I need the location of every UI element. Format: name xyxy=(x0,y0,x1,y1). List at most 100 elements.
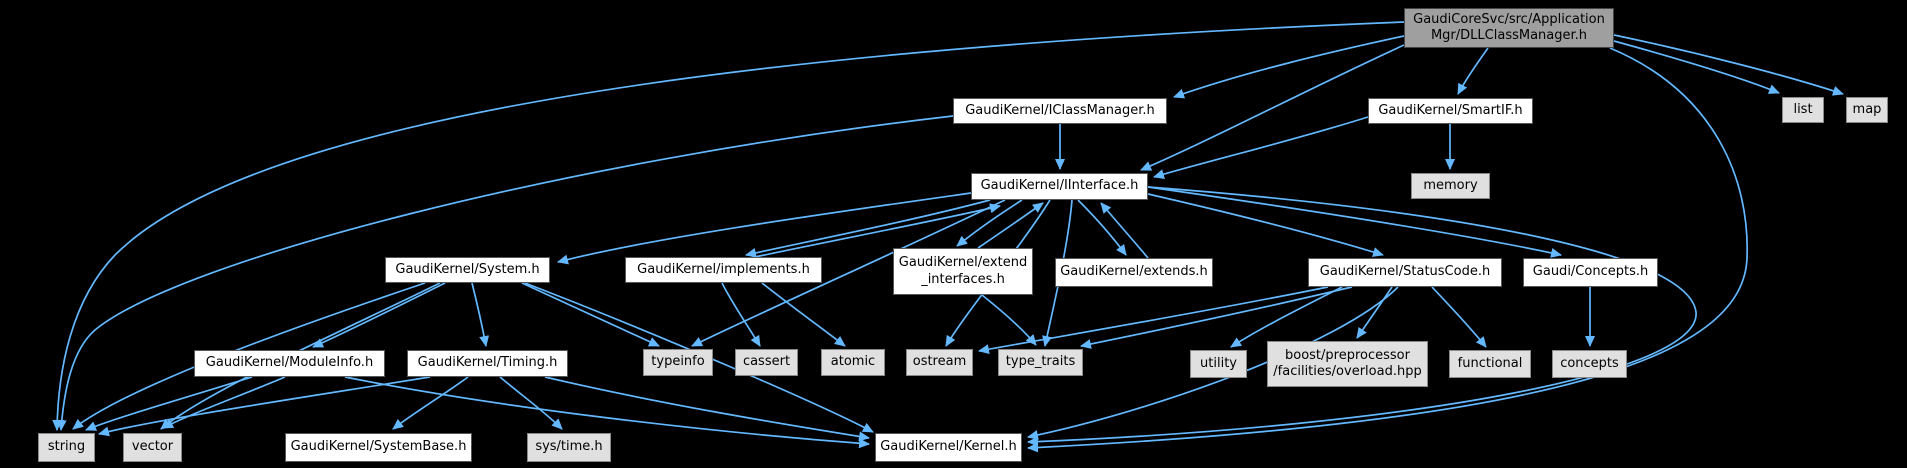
node-label: GaudiKernel/System.h xyxy=(395,261,540,277)
node-functional[interactable]: functional xyxy=(1449,350,1531,378)
edge-iinterface-to-gaudi-concepts xyxy=(1147,186,1562,258)
edge-root-to-iinterface xyxy=(1140,44,1405,171)
edge-implements-to-cassert xyxy=(721,282,761,347)
node-label: GaudiKernel/Kernel.h xyxy=(880,439,1017,455)
node-ostream[interactable]: ostream xyxy=(906,349,973,376)
edge-iinterface-to-statuscode xyxy=(1147,193,1384,257)
node-label: vector xyxy=(131,439,174,455)
node-timing[interactable]: GaudiKernel/Timing.h xyxy=(407,350,568,377)
node-extend-interfaces[interactable]: GaudiKernel/extend _interfaces.h xyxy=(893,248,1033,295)
edge-statuscode-to-type-traits xyxy=(1080,286,1353,349)
edge-iinterface-to-extends xyxy=(1077,199,1127,256)
edge-iinterface-to-typeinfo xyxy=(691,199,1006,347)
node-label: ostream xyxy=(912,354,967,370)
node-label: list xyxy=(1793,101,1813,117)
node-label: sys/time.h xyxy=(535,439,603,455)
edge-statuscode-to-ostream xyxy=(978,286,1329,355)
edge-iinterface-to-implements xyxy=(745,199,991,258)
node-sys-time[interactable]: sys/time.h xyxy=(527,433,611,462)
node-label: GaudiKernel/extends.h xyxy=(1060,264,1208,280)
node-label: cassert xyxy=(742,354,791,370)
node-implements[interactable]: GaudiKernel/implements.h xyxy=(625,257,822,283)
node-label: type_traits xyxy=(1005,354,1076,370)
node-utility[interactable]: utility xyxy=(1190,350,1247,378)
node-system[interactable]: GaudiKernel/System.h xyxy=(385,257,550,283)
edge-extend-interfaces-to-iinterface xyxy=(977,202,1044,249)
edge-moduleinfo-to-string xyxy=(85,376,253,431)
node-label: Gaudi/Concepts.h xyxy=(1532,264,1649,280)
edge-system-to-moduleinfo xyxy=(312,282,446,348)
node-atomic[interactable]: atomic xyxy=(821,349,885,376)
node-label: /facilities/overload.hpp xyxy=(1273,364,1422,379)
node-dllclassmanager-root[interactable]: GaudiCoreSvc/src/Application Mgr/DLLClas… xyxy=(1404,8,1614,48)
edge-system-to-kernel xyxy=(524,282,874,433)
node-label: boost/preprocessor xyxy=(1285,347,1410,363)
node-label: _interfaces.h xyxy=(921,271,1005,287)
edge-root-to-kernel xyxy=(1027,47,1748,453)
node-label: GaudiCoreSvc/src/Application xyxy=(1413,11,1605,27)
edge-root-to-list xyxy=(1613,40,1780,94)
node-label: GaudiKernel/Timing.h xyxy=(417,355,558,371)
edge-extend-interfaces-to-type-traits xyxy=(981,294,1037,346)
node-iinterface[interactable]: GaudiKernel/IInterface.h xyxy=(971,173,1148,200)
node-label: GaudiKernel/IInterface.h xyxy=(980,178,1139,194)
edge-statuscode-to-functional xyxy=(1431,286,1487,348)
node-kernel[interactable]: GaudiKernel/Kernel.h xyxy=(875,433,1022,462)
node-label: functional xyxy=(1457,355,1523,371)
edge-system-to-typeinfo xyxy=(521,282,660,347)
node-moduleinfo[interactable]: GaudiKernel/ModuleInfo.h xyxy=(194,350,385,377)
node-label: GaudiKernel/IClassManager.h xyxy=(965,102,1155,118)
node-smartif[interactable]: GaudiKernel/SmartIF.h xyxy=(1368,98,1533,124)
edge-statuscode-to-boost-overload xyxy=(1356,286,1393,339)
edge-moduleinfo-to-kernel xyxy=(344,376,870,449)
edge-extends-to-iinterface xyxy=(1100,202,1149,259)
edge-timing-to-string xyxy=(98,376,431,437)
edge-iinterface-to-extend-interfaces xyxy=(956,199,1023,247)
edge-iinterface-to-kernel xyxy=(1027,186,1697,447)
node-extends[interactable]: GaudiKernel/extends.h xyxy=(1055,258,1213,287)
edge-root-to-iclassmanager xyxy=(1173,35,1405,99)
edge-timing-to-sys-time xyxy=(499,376,563,430)
node-label: GaudiKernel/StatusCode.h xyxy=(1319,264,1491,280)
node-cassert[interactable]: cassert xyxy=(735,349,798,376)
node-typeinfo[interactable]: typeinfo xyxy=(643,349,713,376)
node-label: atomic xyxy=(830,354,876,370)
node-label: GaudiKernel/implements.h xyxy=(637,261,810,277)
node-map[interactable]: map xyxy=(1846,97,1888,123)
node-label: string xyxy=(47,439,86,455)
node-vector[interactable]: vector xyxy=(123,433,182,462)
edge-smartif-to-iinterface xyxy=(1153,116,1369,179)
edge-iinterface-to-system xyxy=(557,192,972,265)
edge-implements-to-iinterface xyxy=(754,203,1001,258)
node-memory[interactable]: memory xyxy=(1411,173,1490,199)
node-label: GaudiKernel/SmartIF.h xyxy=(1378,102,1523,118)
node-list[interactable]: list xyxy=(1782,97,1824,123)
edge-iclassmanager-to-string xyxy=(56,115,954,431)
edge-moduleinfo-to-vector xyxy=(162,376,286,429)
node-label: Mgr/DLLClassManager.h xyxy=(1430,28,1588,43)
node-systembase[interactable]: GaudiKernel/SystemBase.h xyxy=(285,433,472,462)
node-string[interactable]: string xyxy=(38,433,95,462)
node-label: GaudiKernel/extend xyxy=(898,255,1028,271)
node-label: typeinfo xyxy=(651,354,705,370)
node-label: utility xyxy=(1200,355,1237,371)
node-iclassmanager[interactable]: GaudiKernel/IClassManager.h xyxy=(953,98,1167,124)
edge-system-to-timing xyxy=(471,282,490,347)
edge-timing-to-kernel xyxy=(544,376,870,442)
edge-root-to-map xyxy=(1613,34,1844,96)
edge-root-to-string xyxy=(52,21,1405,431)
node-boost-overload[interactable]: boost/preprocessor /facilities/overload.… xyxy=(1267,341,1428,387)
edge-root-to-smartif xyxy=(1457,47,1489,95)
node-label: map xyxy=(1852,101,1882,117)
node-label: concepts xyxy=(1560,355,1619,371)
node-label: GaudiKernel/SystemBase.h xyxy=(290,439,467,455)
node-statuscode[interactable]: GaudiKernel/StatusCode.h xyxy=(1308,258,1502,287)
node-label: GaudiKernel/ModuleInfo.h xyxy=(205,355,374,371)
node-type-traits[interactable]: type_traits xyxy=(998,349,1083,376)
edge-statuscode-to-utility xyxy=(1230,286,1343,348)
node-gaudi-concepts[interactable]: Gaudi/Concepts.h xyxy=(1523,258,1658,287)
edge-timing-to-systembase xyxy=(392,376,469,430)
node-concepts[interactable]: concepts xyxy=(1552,350,1627,378)
